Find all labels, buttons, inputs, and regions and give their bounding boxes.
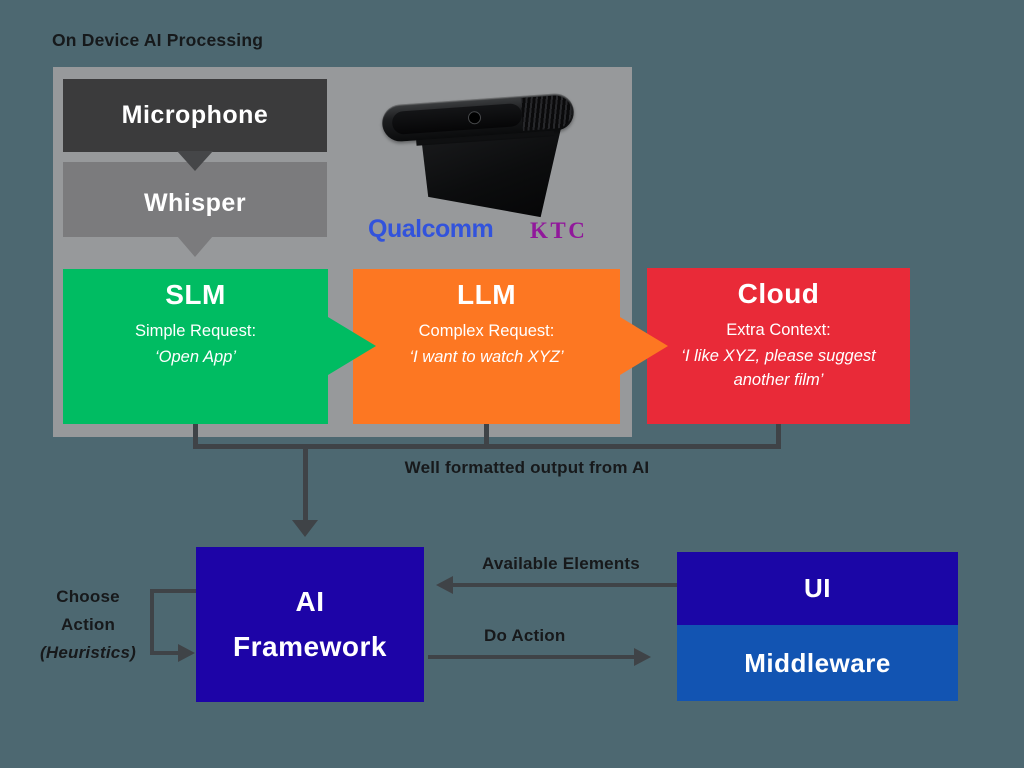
slm-quote: ‘Open App’ [154,347,237,366]
down-arrowhead-icon [292,520,318,537]
slm-subtitle: Simple Request: [134,322,257,340]
on-device-panel: Microphone Whisper Qualcomm KTC SLM Simp… [53,67,668,437]
device-speaker-grille [520,94,573,131]
connector-line [193,444,781,449]
microphone-box: Microphone [63,79,327,152]
ktc-logo: KTC [530,218,588,243]
llm-box: LLM Complex Request: ‘I want to watch XY… [353,269,620,424]
slm-title: SLM [165,279,226,310]
ai-framework-line1: AI [295,586,325,617]
available-elements-label: Available Elements [482,554,640,573]
cloud-subtitle: Extra Context: [726,321,831,339]
llm-quote: ‘I want to watch XYZ’ [409,347,564,366]
right-arrowhead-icon [634,648,651,666]
cloud-quote: ‘I like XYZ, please suggest another film… [681,346,876,389]
ui-box: UI [677,552,958,625]
middleware-label: Middleware [744,647,891,678]
cloud-title: Cloud [737,278,820,309]
loop-connector-line [150,589,154,655]
choose-action-line2: Action [60,615,116,634]
connector-line [484,423,489,448]
whisper-box: Whisper [63,162,327,237]
ai-framework-line2: Framework [233,631,387,662]
cloud-box: Cloud Extra Context: ‘I like XYZ, please… [647,268,910,424]
middleware-box: Middleware [677,625,958,701]
connector-line [193,424,198,448]
choose-action-line3: (Heuristics) [40,643,136,662]
down-arrow-icon [177,236,213,257]
ui-label: UI [804,573,831,603]
choose-action-line1: Choose [56,587,120,606]
do-action-label: Do Action [484,626,566,645]
ai-framework-box: AI Framework [196,547,424,702]
available-elements-arrow-line [450,583,678,587]
microphone-label: Microphone [121,101,269,129]
choose-action-label: Choose Action (Heuristics) [30,583,146,667]
page-title: On Device AI Processing [52,30,264,50]
camera-device-image [372,86,612,221]
loop-connector-line [150,589,196,593]
loop-connector-line [152,651,180,655]
left-arrowhead-icon [436,576,453,594]
down-arrow-icon [177,151,213,171]
qualcomm-logo: Qualcomm [368,215,494,243]
whisper-label: Whisper [143,189,247,217]
device-front-face [391,102,523,135]
right-arrowhead-icon [178,644,195,662]
connector-line [776,424,781,448]
connector-line [303,444,308,522]
output-label: Well formatted output from AI [404,458,650,477]
slm-box: SLM Simple Request: ‘Open App’ [63,269,328,424]
llm-subtitle: Complex Request: [418,322,555,340]
do-action-arrow-line [428,655,636,659]
llm-title: LLM [456,279,517,310]
